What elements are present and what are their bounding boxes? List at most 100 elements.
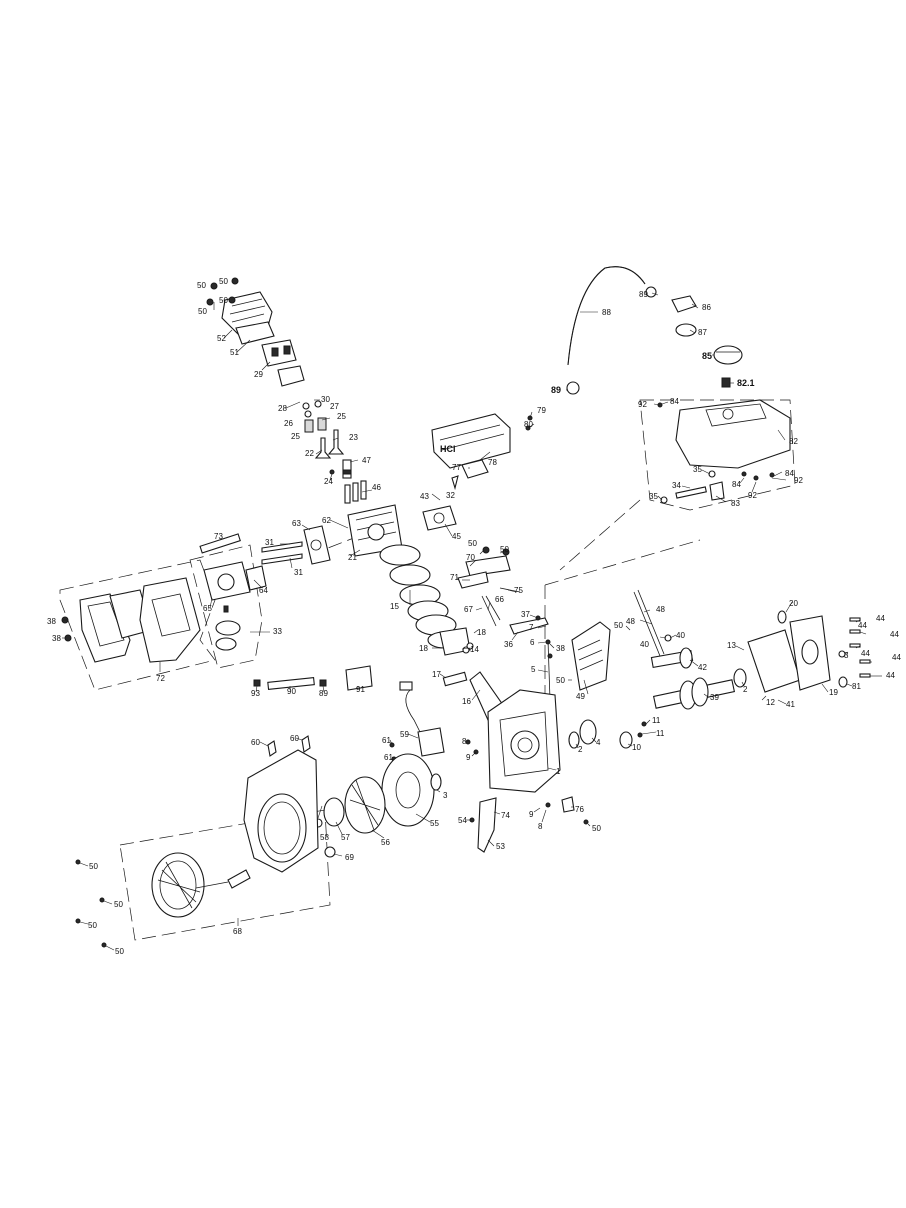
label-86: 86 xyxy=(702,303,711,312)
bolt-54 xyxy=(469,817,475,823)
hose-clamp-bottom xyxy=(566,381,580,395)
label-84: 84 xyxy=(732,480,741,489)
carburetor-group-outline xyxy=(189,544,263,669)
label-5: 5 xyxy=(531,665,536,674)
label-58: 58 xyxy=(320,833,329,842)
air-filter-group-outline xyxy=(59,559,216,691)
fuel-tank xyxy=(675,399,791,469)
camshaft xyxy=(650,647,694,669)
label-35: 35 xyxy=(649,492,658,501)
leader-lines xyxy=(62,292,882,951)
air-filter-case xyxy=(139,577,201,663)
label-50: 50 xyxy=(219,296,228,305)
label-92: 92 xyxy=(638,400,647,409)
valve-spring-retainers xyxy=(302,400,322,418)
label-81: 81 xyxy=(852,682,861,691)
label-26: 26 xyxy=(284,419,293,428)
label-77: 77 xyxy=(452,463,461,472)
bolt-50-top xyxy=(206,277,239,306)
label-78: 78 xyxy=(488,458,497,467)
label-50: 50 xyxy=(198,307,207,316)
label-44: 44 xyxy=(876,614,885,623)
label-20: 20 xyxy=(789,599,798,608)
label-50: 50 xyxy=(468,539,477,548)
label-73: 73 xyxy=(214,532,223,541)
label-50: 50 xyxy=(114,900,123,909)
label-84: 84 xyxy=(785,469,794,478)
label-50: 50 xyxy=(592,824,601,833)
cylinder-head xyxy=(347,504,403,557)
label-53: 53 xyxy=(496,842,505,851)
muffler-gasket xyxy=(461,459,489,479)
label-11: 11 xyxy=(656,729,665,738)
label-34: 34 xyxy=(672,481,681,490)
label-12: 12 xyxy=(766,698,775,707)
intake-gasket xyxy=(422,505,457,531)
label-74: 74 xyxy=(501,811,510,820)
muffler: HCI xyxy=(431,413,511,469)
control-lever-plate xyxy=(465,546,511,577)
label-84: 84 xyxy=(670,397,679,406)
label-80: 80 xyxy=(524,420,533,429)
label-46: 46 xyxy=(372,483,381,492)
carburetor xyxy=(203,561,251,601)
part-number-labels: 50 50 50 50 52 51 29 28 30 27 26 25 25 2… xyxy=(47,277,901,956)
head-bolts xyxy=(329,469,367,504)
ignition-coil xyxy=(417,727,445,757)
label-60: 60 xyxy=(290,734,299,743)
label-39: 39 xyxy=(710,693,719,702)
label-62: 62 xyxy=(322,516,331,525)
filter-nuts xyxy=(61,616,72,642)
label-89: 89 xyxy=(551,385,561,395)
label-44: 44 xyxy=(858,621,867,630)
label-33: 33 xyxy=(273,627,282,636)
label-89: 89 xyxy=(319,689,328,698)
label-40: 40 xyxy=(640,640,649,649)
label-16: 16 xyxy=(462,697,471,706)
label-82-1: 82.1 xyxy=(737,378,755,388)
label-24: 24 xyxy=(324,477,333,486)
recoil-starter xyxy=(151,852,205,918)
label-88: 88 xyxy=(602,308,611,317)
rocker-arm-set xyxy=(261,339,305,387)
label-82: 82 xyxy=(789,437,798,446)
rocker-cover-gasket xyxy=(235,321,275,345)
oil-plug xyxy=(838,650,848,688)
label-7: 7 xyxy=(529,623,534,632)
label-31: 31 xyxy=(294,568,303,577)
breather-tube xyxy=(199,533,241,554)
label-61: 61 xyxy=(384,753,393,762)
label-9: 9 xyxy=(529,810,534,819)
label-15: 15 xyxy=(390,602,399,611)
label-32: 32 xyxy=(446,491,455,500)
label-3: 3 xyxy=(844,651,849,660)
label-2: 2 xyxy=(578,745,583,754)
label-89: 89 xyxy=(639,290,648,299)
label-65: 65 xyxy=(203,604,212,613)
label-13: 13 xyxy=(727,641,736,650)
label-56: 56 xyxy=(381,838,390,847)
ignition-coil-lead xyxy=(399,681,425,741)
throttle-bracket xyxy=(477,797,497,853)
piston xyxy=(439,627,471,656)
label-54: 54 xyxy=(458,816,467,825)
intake-studs xyxy=(261,541,303,565)
label-64: 64 xyxy=(259,586,268,595)
filter-strainer xyxy=(675,323,697,337)
carb-float-bowl xyxy=(215,605,241,651)
label-45: 45 xyxy=(452,532,461,541)
label-6: 6 xyxy=(530,638,535,647)
label-67: 67 xyxy=(464,605,473,614)
spark-plug xyxy=(342,459,352,479)
oil-seal-flywheel xyxy=(430,773,442,791)
clamp-89c xyxy=(319,679,327,687)
label-68: 68 xyxy=(233,927,242,936)
oil-seal-small xyxy=(777,610,787,624)
label-72: 72 xyxy=(156,674,165,683)
governor-arm xyxy=(509,615,549,635)
label-8: 8 xyxy=(462,737,467,746)
label-38: 38 xyxy=(556,644,565,653)
label-50: 50 xyxy=(500,545,509,554)
label-48: 48 xyxy=(656,605,665,614)
